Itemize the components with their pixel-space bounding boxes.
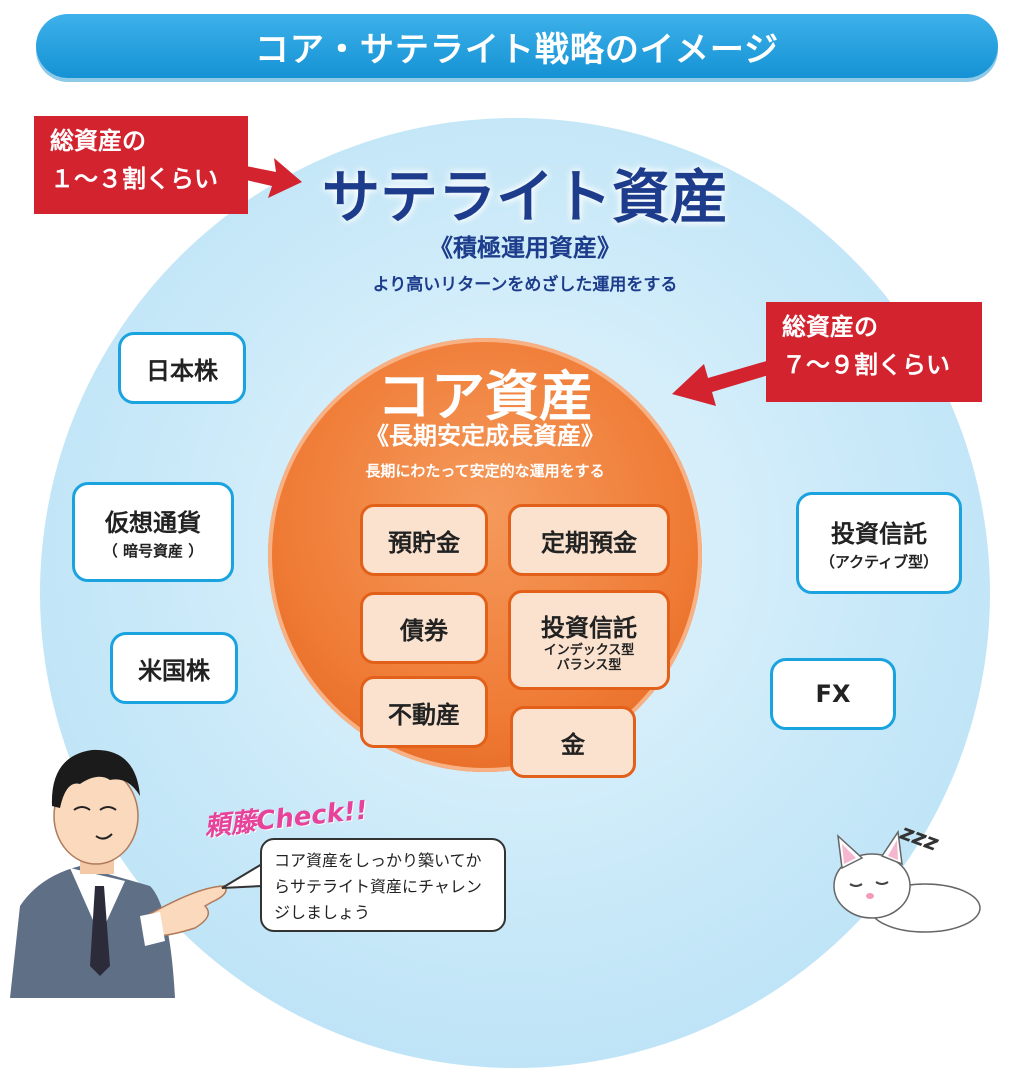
satellite-item-crypto: 仮想通貨 （ 暗号資産 ）: [72, 482, 234, 582]
satellite-arrow-icon: [246, 158, 302, 198]
core-item-real-estate: 不動産: [360, 676, 488, 748]
satellite-subtitle: 《積極運用資産》: [429, 234, 621, 262]
core-item-index-fund: 投資信託 インデックス型 バランス型: [508, 590, 670, 690]
item-label: 投資信託: [831, 520, 927, 548]
core-item-savings: 預貯金: [360, 504, 488, 576]
item-label: 預貯金: [388, 528, 460, 557]
item-label: 日本株: [146, 356, 218, 385]
item-label: 米国株: [138, 656, 210, 685]
speech-bubble: コア資産をしっかり築いてからサテライト資産にチャレンジしましょう: [260, 838, 506, 932]
satellite-note-line2: １～３割くらい: [50, 165, 218, 193]
item-label: 金: [561, 730, 585, 759]
advisor-man-illustration: [10, 749, 227, 998]
core-item-gold: 金: [510, 706, 636, 778]
item-sublabel: （アクティブ型）: [819, 553, 939, 571]
satellite-description: より高いリターンをめざした運用をする: [372, 275, 678, 295]
item-label: 債券: [400, 616, 448, 645]
speech-tail-icon: [221, 862, 264, 890]
core-description: 長期にわたって安定的な運用をする: [365, 462, 605, 480]
item-sublabel-2: バランス型: [556, 657, 622, 673]
core-note-line2: ７～９割くらい: [782, 351, 950, 379]
title-bar: コア・サテライト戦略のイメージ: [36, 14, 998, 78]
satellite-ratio-note: 総資産の １～３割くらい: [34, 116, 248, 214]
core-title: コア資産: [377, 365, 593, 428]
core-item-bonds: 債券: [360, 592, 488, 664]
item-sublabel: （ 暗号資産 ）: [102, 542, 204, 560]
item-label: 定期預金: [541, 528, 637, 557]
item-label: 仮想通貨: [105, 509, 201, 537]
satellite-item-japan-stock: 日本株: [118, 332, 246, 404]
satellite-note-line1: 総資産の: [50, 127, 146, 155]
satellite-item-fx: FX: [770, 658, 896, 730]
item-label: 投資信託: [541, 613, 637, 642]
item-sublabel-1: インデックス型: [543, 642, 635, 658]
sleeping-cat-illustration: [833, 829, 981, 933]
item-label: FX: [815, 680, 851, 708]
core-note-line1: 総資産の: [782, 313, 878, 341]
core-arrow-icon: [672, 360, 772, 406]
satellite-item-active-fund: 投資信託 （アクティブ型）: [796, 492, 962, 594]
satellite-item-us-stock: 米国株: [110, 632, 238, 704]
core-ratio-note: 総資産の ７～９割くらい: [766, 302, 982, 402]
core-subtitle: 《長期安定成長資産》: [365, 422, 605, 450]
satellite-title: サテライト資産: [321, 163, 728, 231]
item-label: 不動産: [388, 700, 460, 729]
core-item-time-deposit: 定期預金: [508, 504, 670, 576]
page-title: コア・サテライト戦略のイメージ: [254, 29, 780, 70]
